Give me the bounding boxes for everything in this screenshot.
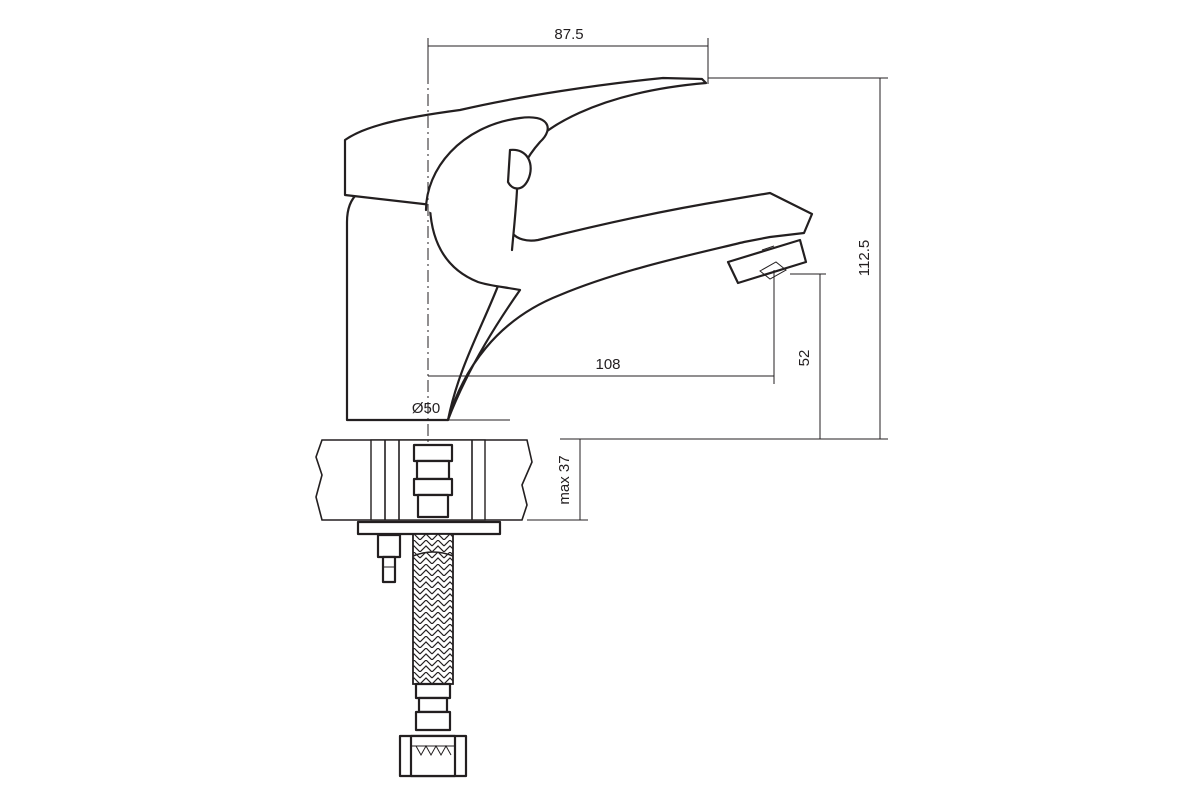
dimension-spout-reach: 108 <box>428 270 775 384</box>
supply-hose <box>412 533 454 685</box>
dimension-total-height: 112.5 <box>560 77 888 440</box>
aerator <box>726 238 808 285</box>
union-nut <box>398 734 468 778</box>
spout-reach-label: 108 <box>595 356 620 373</box>
hose-lower-fitting <box>414 682 452 732</box>
pivot-cap <box>506 148 532 190</box>
dimension-spout-height: 52 <box>790 273 826 439</box>
spout <box>428 126 814 422</box>
fixing-plate <box>356 520 502 536</box>
base-diameter-label: Ø50 <box>412 400 440 417</box>
spout-height-label: 52 <box>796 350 813 367</box>
max-thickness-label: max 37 <box>556 455 573 504</box>
total-height-label: 112.5 <box>856 240 873 276</box>
mounting-stud <box>376 533 402 584</box>
dimension-handle-reach: 87.5 <box>427 26 709 84</box>
hose-upper-fitting <box>412 443 454 519</box>
handle-reach-label: 87.5 <box>554 26 583 43</box>
dimension-base-diameter: Ø50 <box>347 400 510 421</box>
dimension-max-thickness: max 37 <box>527 439 588 521</box>
